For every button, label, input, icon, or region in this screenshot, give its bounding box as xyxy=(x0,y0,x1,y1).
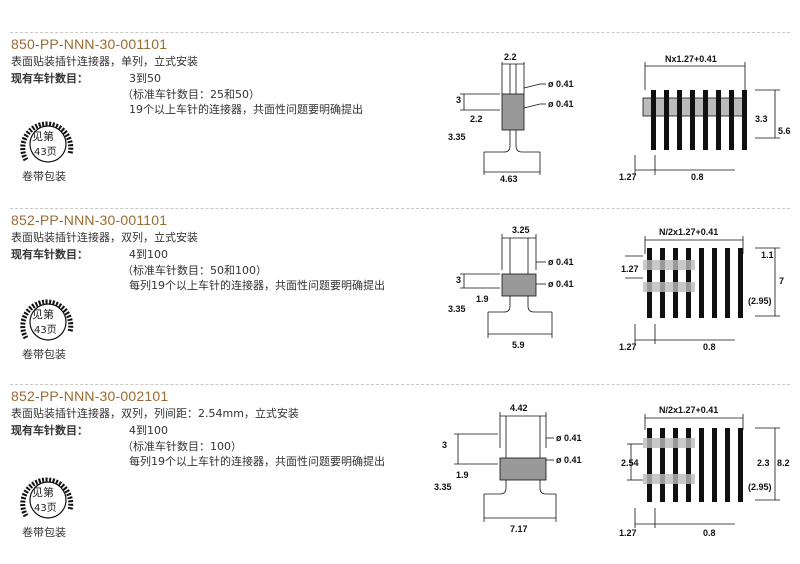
dim-top: 3.25 xyxy=(512,226,530,235)
dim-h2: 1.9 xyxy=(456,470,469,480)
pin-count-value: 4到100 xyxy=(129,248,168,261)
standard-pin-count: （标准车针数目：50和100） xyxy=(122,264,267,277)
dim-front-l1: 2.54 xyxy=(621,458,639,468)
dim-h1: 3 xyxy=(456,95,461,105)
dim-h1: 3 xyxy=(456,275,461,285)
dim-front-r2: 8.2 xyxy=(777,458,790,468)
pin-count-value: 4到100 xyxy=(129,424,168,437)
part-number: 852-PP-NNN-30-001101 xyxy=(11,212,168,228)
dim-bottom: 7.17 xyxy=(510,524,528,534)
dim-front-r2: 5.6 xyxy=(778,126,791,136)
reel-text-bottom: 43页 xyxy=(34,503,57,514)
dim-bottom: 4.63 xyxy=(500,174,518,184)
dim-front-r3: (2.95) xyxy=(748,482,772,492)
side-view-drawing: 2.2 3 2.2 3.35 4.63 ø 0.41 ø 0.41 xyxy=(448,52,574,184)
dim-d1: ø 0.41 xyxy=(556,433,582,443)
dim-h2: 2.2 xyxy=(470,114,483,124)
tape-reel-icon: 见第 43页 xyxy=(18,114,78,172)
product-description: 表面贴装插针连接器，双列，列间距：2.54mm，立式安装 xyxy=(11,407,299,420)
front-view-drawing: N/2x1.27+0.41 2.54 2.3 8.2 (2.95) 1.27 0… xyxy=(619,405,790,538)
coplanarity-note: 19个以上车针的连接器，共面性问题要明确提出 xyxy=(129,103,363,116)
tape-reel-icon: 见第 43页 xyxy=(18,470,78,528)
section-divider xyxy=(10,32,790,33)
dim-front-bm: 0.8 xyxy=(703,342,716,352)
tape-reel-label: 卷带包装 xyxy=(22,170,66,183)
dim-front-top: N/2x1.27+0.41 xyxy=(659,405,718,415)
dim-d1: ø 0.41 xyxy=(548,257,574,267)
pin-count-label: 现有车针数目： xyxy=(11,248,88,261)
dim-front-l1: 1.27 xyxy=(621,264,639,274)
tape-reel-icon: 见第 43页 xyxy=(18,292,78,350)
tape-reel-label: 卷带包装 xyxy=(22,526,66,539)
dim-front-bl: 1.27 xyxy=(619,172,637,182)
dim-front-bl: 1.27 xyxy=(619,342,637,352)
product-section-1: 850-PP-NNN-30-001101 表面贴装插针连接器，单列，立式安装 现… xyxy=(0,30,800,210)
product-section-2: 852-PP-NNN-30-001101 表面贴装插针连接器，双列，立式安装 现… xyxy=(0,206,800,386)
dim-top: 2.2 xyxy=(504,52,517,62)
dim-front-bm: 0.8 xyxy=(691,172,704,182)
side-view-drawing: 4.42 3 1.9 3.35 7.17 ø 0.41 ø 0.41 xyxy=(434,404,582,534)
reel-text-top: 见第 xyxy=(32,308,54,321)
part-number: 850-PP-NNN-30-001101 xyxy=(11,36,168,52)
product-description: 表面贴装插针连接器，双列，立式安装 xyxy=(11,231,198,244)
part-number: 852-PP-NNN-30-002101 xyxy=(11,388,169,404)
section-divider xyxy=(10,384,790,385)
product-description: 表面贴装插针连接器，单列，立式安装 xyxy=(11,55,198,68)
standard-pin-count: （标准车针数目：25和50） xyxy=(122,88,260,101)
dim-top: 4.42 xyxy=(510,404,528,413)
dim-front-bm: 0.8 xyxy=(703,528,716,538)
front-view-drawing: Nx1.27+0.41 3.3 5.6 1.27 0.8 xyxy=(619,54,791,182)
dim-h3: 3.35 xyxy=(448,304,466,314)
standard-pin-count: （标准车针数目：100） xyxy=(122,440,242,453)
pin-count-label: 现有车针数目： xyxy=(11,72,88,85)
dim-h3: 3.35 xyxy=(448,132,466,142)
side-view-drawing: 3.25 3 1.9 3.35 5.9 ø 0.41 ø 0.41 xyxy=(448,226,574,350)
dim-front-r1: 1.1 xyxy=(761,250,774,260)
pin-count-label: 现有车针数目： xyxy=(11,424,88,437)
dim-d2: ø 0.41 xyxy=(556,455,582,465)
tape-reel-label: 卷带包装 xyxy=(22,348,66,361)
dim-front-r3: (2.95) xyxy=(748,296,772,306)
dim-h3: 3.35 xyxy=(434,482,452,492)
reel-text-top: 见第 xyxy=(32,486,54,499)
reel-text-bottom: 43页 xyxy=(34,147,57,158)
dim-bottom: 5.9 xyxy=(512,340,525,350)
reel-text-top: 见第 xyxy=(32,130,54,143)
section-divider xyxy=(10,208,790,209)
dim-h2: 1.9 xyxy=(476,294,489,304)
dim-front-top: Nx1.27+0.41 xyxy=(665,54,717,64)
dim-d2: ø 0.41 xyxy=(548,99,574,109)
reel-text-bottom: 43页 xyxy=(34,325,57,336)
dim-h1: 3 xyxy=(442,440,447,450)
dim-d2: ø 0.41 xyxy=(548,279,574,289)
dim-front-top: N/2x1.27+0.41 xyxy=(659,227,718,237)
dim-front-r1: 2.3 xyxy=(757,458,770,468)
dim-front-bl: 1.27 xyxy=(619,528,637,538)
dim-d1: ø 0.41 xyxy=(548,79,574,89)
coplanarity-note: 每列19个以上车针的连接器，共面性问题要明确提出 xyxy=(129,455,385,468)
product-section-3: 852-PP-NNN-30-002101 表面贴装插针连接器，双列，列间距：2.… xyxy=(0,382,800,562)
dim-front-r2: 7 xyxy=(779,276,784,286)
dim-front-r1: 3.3 xyxy=(755,114,768,124)
front-view-drawing: N/2x1.27+0.41 1.27 1.1 7 (2.95) 1.27 0.8 xyxy=(619,227,784,352)
coplanarity-note: 每列19个以上车针的连接器，共面性问题要明确提出 xyxy=(129,279,385,292)
pin-count-value: 3到50 xyxy=(129,72,161,85)
